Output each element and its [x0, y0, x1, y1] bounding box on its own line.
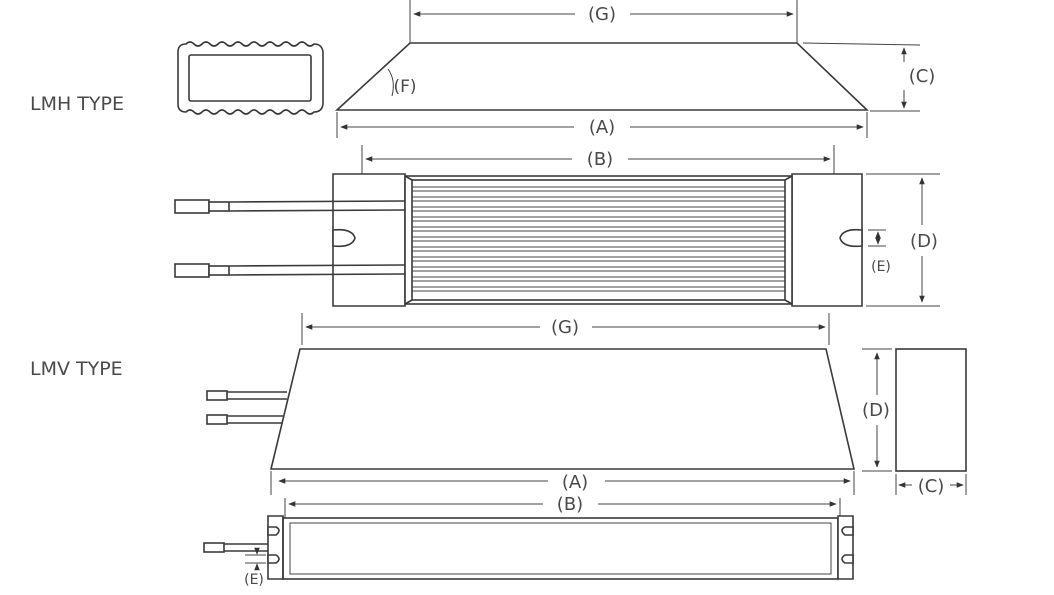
lmh-type-label: LMH TYPE [30, 93, 124, 115]
dim-e-lmv: (E) [244, 572, 264, 588]
dim-b-lmh: (B) [587, 149, 613, 170]
lmh-top-view: (B) [174, 145, 940, 307]
lmv-top-view: (B) (E) [203, 494, 854, 588]
lmv-end-view: (D) (C) [862, 348, 967, 497]
lmv-side-view: (G) (A) [206, 313, 856, 495]
lmv-type-label: LMV TYPE [30, 358, 123, 380]
dim-a-lmv: (A) [562, 472, 588, 493]
dim-a-lmh: (A) [589, 117, 615, 138]
dim-e-lmh: (E) [871, 259, 891, 275]
lmh-side-view [334, 0, 921, 138]
dim-c-lmh: (C) [909, 66, 936, 87]
dim-d-lmv: (D) [862, 400, 890, 421]
dim-d-lmh: (D) [910, 231, 938, 252]
dim-g-top: (G) [588, 4, 616, 25]
dim-f: (F) [393, 77, 416, 97]
dim-c-lmv: (C) [918, 476, 945, 497]
dim-g-lmv: (G) [551, 317, 579, 338]
lmh-cross-section [177, 41, 324, 115]
dim-b-lmv: (B) [557, 494, 583, 515]
